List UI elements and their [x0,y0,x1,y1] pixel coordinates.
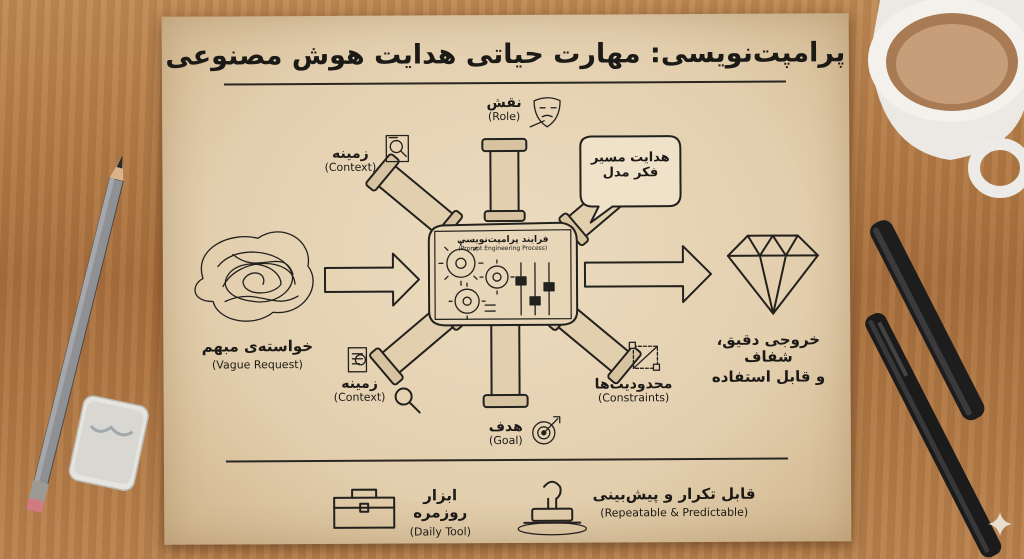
output-line-2: و قابل استفاده [711,366,826,386]
node-goal-en: (Goal) [488,434,523,448]
node-role-en: (Role) [487,110,521,124]
footer-repeatable-en: (Repeatable & Predictable) [600,505,749,520]
center-label-en: (Prompt Engineering Process) [458,244,548,253]
input-label-en: (Vague Request) [211,358,303,372]
node-constraints: محدودیت‌ها (Constraints) [582,376,686,405]
node-role: نقش (Role) [474,95,534,124]
node-context-top-fa: زمینه [331,145,369,162]
pipe-goal [482,313,529,409]
node-context-bottom-fa: زمینه [341,375,378,392]
stamp-icon [517,480,587,536]
footer-tool-fa: ابزار روزمره [413,486,468,522]
input-label: خواسته‌ی مبهم (Vague Request) [187,337,327,373]
pipe-role [481,137,528,223]
toolbox-icon [333,488,396,529]
slider-icon [515,262,555,316]
mask-icon [529,97,561,128]
output-label: خروجی دقیق، شفاف و قابل استفاده [693,330,843,386]
input-arrow [323,252,421,307]
center-process-label: فرایند پرامپت‌نویسی (Prompt Engineering … [433,235,573,253]
node-context-top-en: (Context) [324,160,377,175]
magnifier-document-icon [385,134,410,163]
input-label-fa: خواسته‌ی مبهم [201,337,314,356]
output-arrow [583,245,712,304]
node-constraints-en: (Constraints) [597,391,670,405]
scribble-icon [194,231,314,322]
diamond-icon [726,234,819,315]
speech-line-2: فکر مدل [602,165,659,181]
magnifier-icon [394,387,421,414]
node-context-bottom-en: (Context) [333,390,386,404]
magnifier-document-icon [347,347,368,373]
speech-line-1: هدایت مسیر [590,150,670,166]
output-line-1: خروجی دقیق، شفاف [716,330,821,367]
node-role-fa: نقش [486,94,522,112]
node-goal: هدف (Goal) [476,419,536,448]
speech-bubble [579,135,682,224]
footer-repeatable-fa: قابل تکرار و پیش‌بینی [592,484,756,504]
gear-icon [438,240,515,320]
footer-repeatable: قابل تکرار و پیش‌بینی (Repeatable & Pred… [584,484,764,521]
node-constraints-fa: محدودیت‌ها [594,376,673,393]
footer-daily-tool: ابزار روزمره (Daily Tool) [398,486,482,539]
crop-frame-icon [628,341,661,371]
speech-bubble-text: هدایت مسیر فکر مدل [582,150,678,181]
node-context-bottom: زمینه (Context) [324,376,396,405]
process-diagram [194,97,819,536]
node-goal-fa: هدف [488,418,523,436]
node-context-top: زمینه (Context) [314,146,386,175]
target-icon [532,416,561,445]
paper-sheet: پرامپت‌نویسی: مهارت حیاتی هدایت هوش مصنو… [161,13,852,545]
footer-tool-en: (Daily Tool) [409,524,471,539]
